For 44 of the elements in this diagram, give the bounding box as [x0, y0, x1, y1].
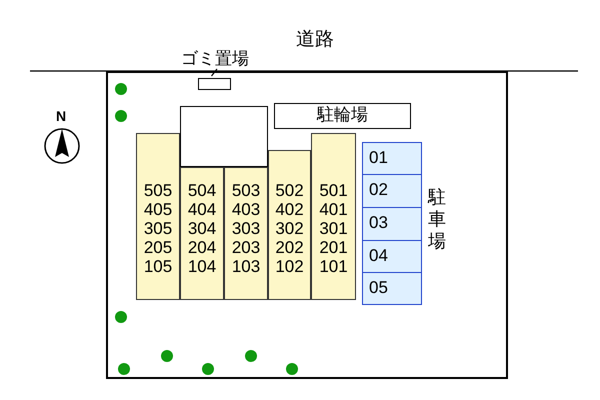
garbage-area	[198, 78, 231, 90]
room-number: 502	[274, 181, 305, 200]
room-number: 404	[186, 200, 218, 219]
parking-space: 04	[362, 240, 422, 273]
room-number: 403	[230, 200, 262, 219]
room-number: 305	[142, 219, 174, 238]
room-number: 504	[186, 181, 218, 200]
parking-space: 03	[362, 207, 422, 241]
apartment-column	[136, 133, 180, 300]
parking-lot-label: 駐車場	[428, 186, 447, 252]
room-number: 505	[142, 181, 174, 200]
apartment-column	[224, 167, 268, 300]
site-boundary	[106, 71, 508, 379]
room-number: 204	[186, 238, 218, 257]
room-number: 501	[318, 181, 349, 200]
area-label: ゴミ置場	[170, 47, 260, 69]
apartment-column	[180, 167, 224, 300]
leader-line	[211, 68, 218, 76]
room-number: 205	[142, 238, 174, 257]
room-number: 103	[230, 257, 262, 276]
building-roof	[180, 106, 268, 167]
room-number: 104	[186, 257, 218, 276]
room-number: 203	[230, 238, 262, 257]
road-label: 道路	[296, 28, 334, 52]
room-number: 405	[142, 200, 174, 219]
room-number: 303	[230, 219, 262, 238]
room-number: 201	[318, 238, 349, 257]
parking-space: 01	[362, 142, 422, 175]
room-number: 304	[186, 219, 218, 238]
room-number: 202	[274, 238, 305, 257]
apartment-column	[268, 150, 311, 300]
parking-space: 05	[362, 272, 422, 305]
north-label: N	[56, 108, 66, 124]
bicycle-parking: 駐輪場	[274, 103, 411, 129]
room-number: 105	[142, 257, 174, 276]
room-number: 301	[318, 219, 349, 238]
room-number: 302	[274, 219, 305, 238]
room-number: 101	[318, 257, 349, 276]
room-number: 401	[318, 200, 349, 219]
apartment-column	[311, 133, 356, 300]
room-number: 402	[274, 200, 305, 219]
room-number: 102	[274, 257, 305, 276]
room-number: 503	[230, 181, 262, 200]
parking-space: 02	[362, 174, 422, 208]
